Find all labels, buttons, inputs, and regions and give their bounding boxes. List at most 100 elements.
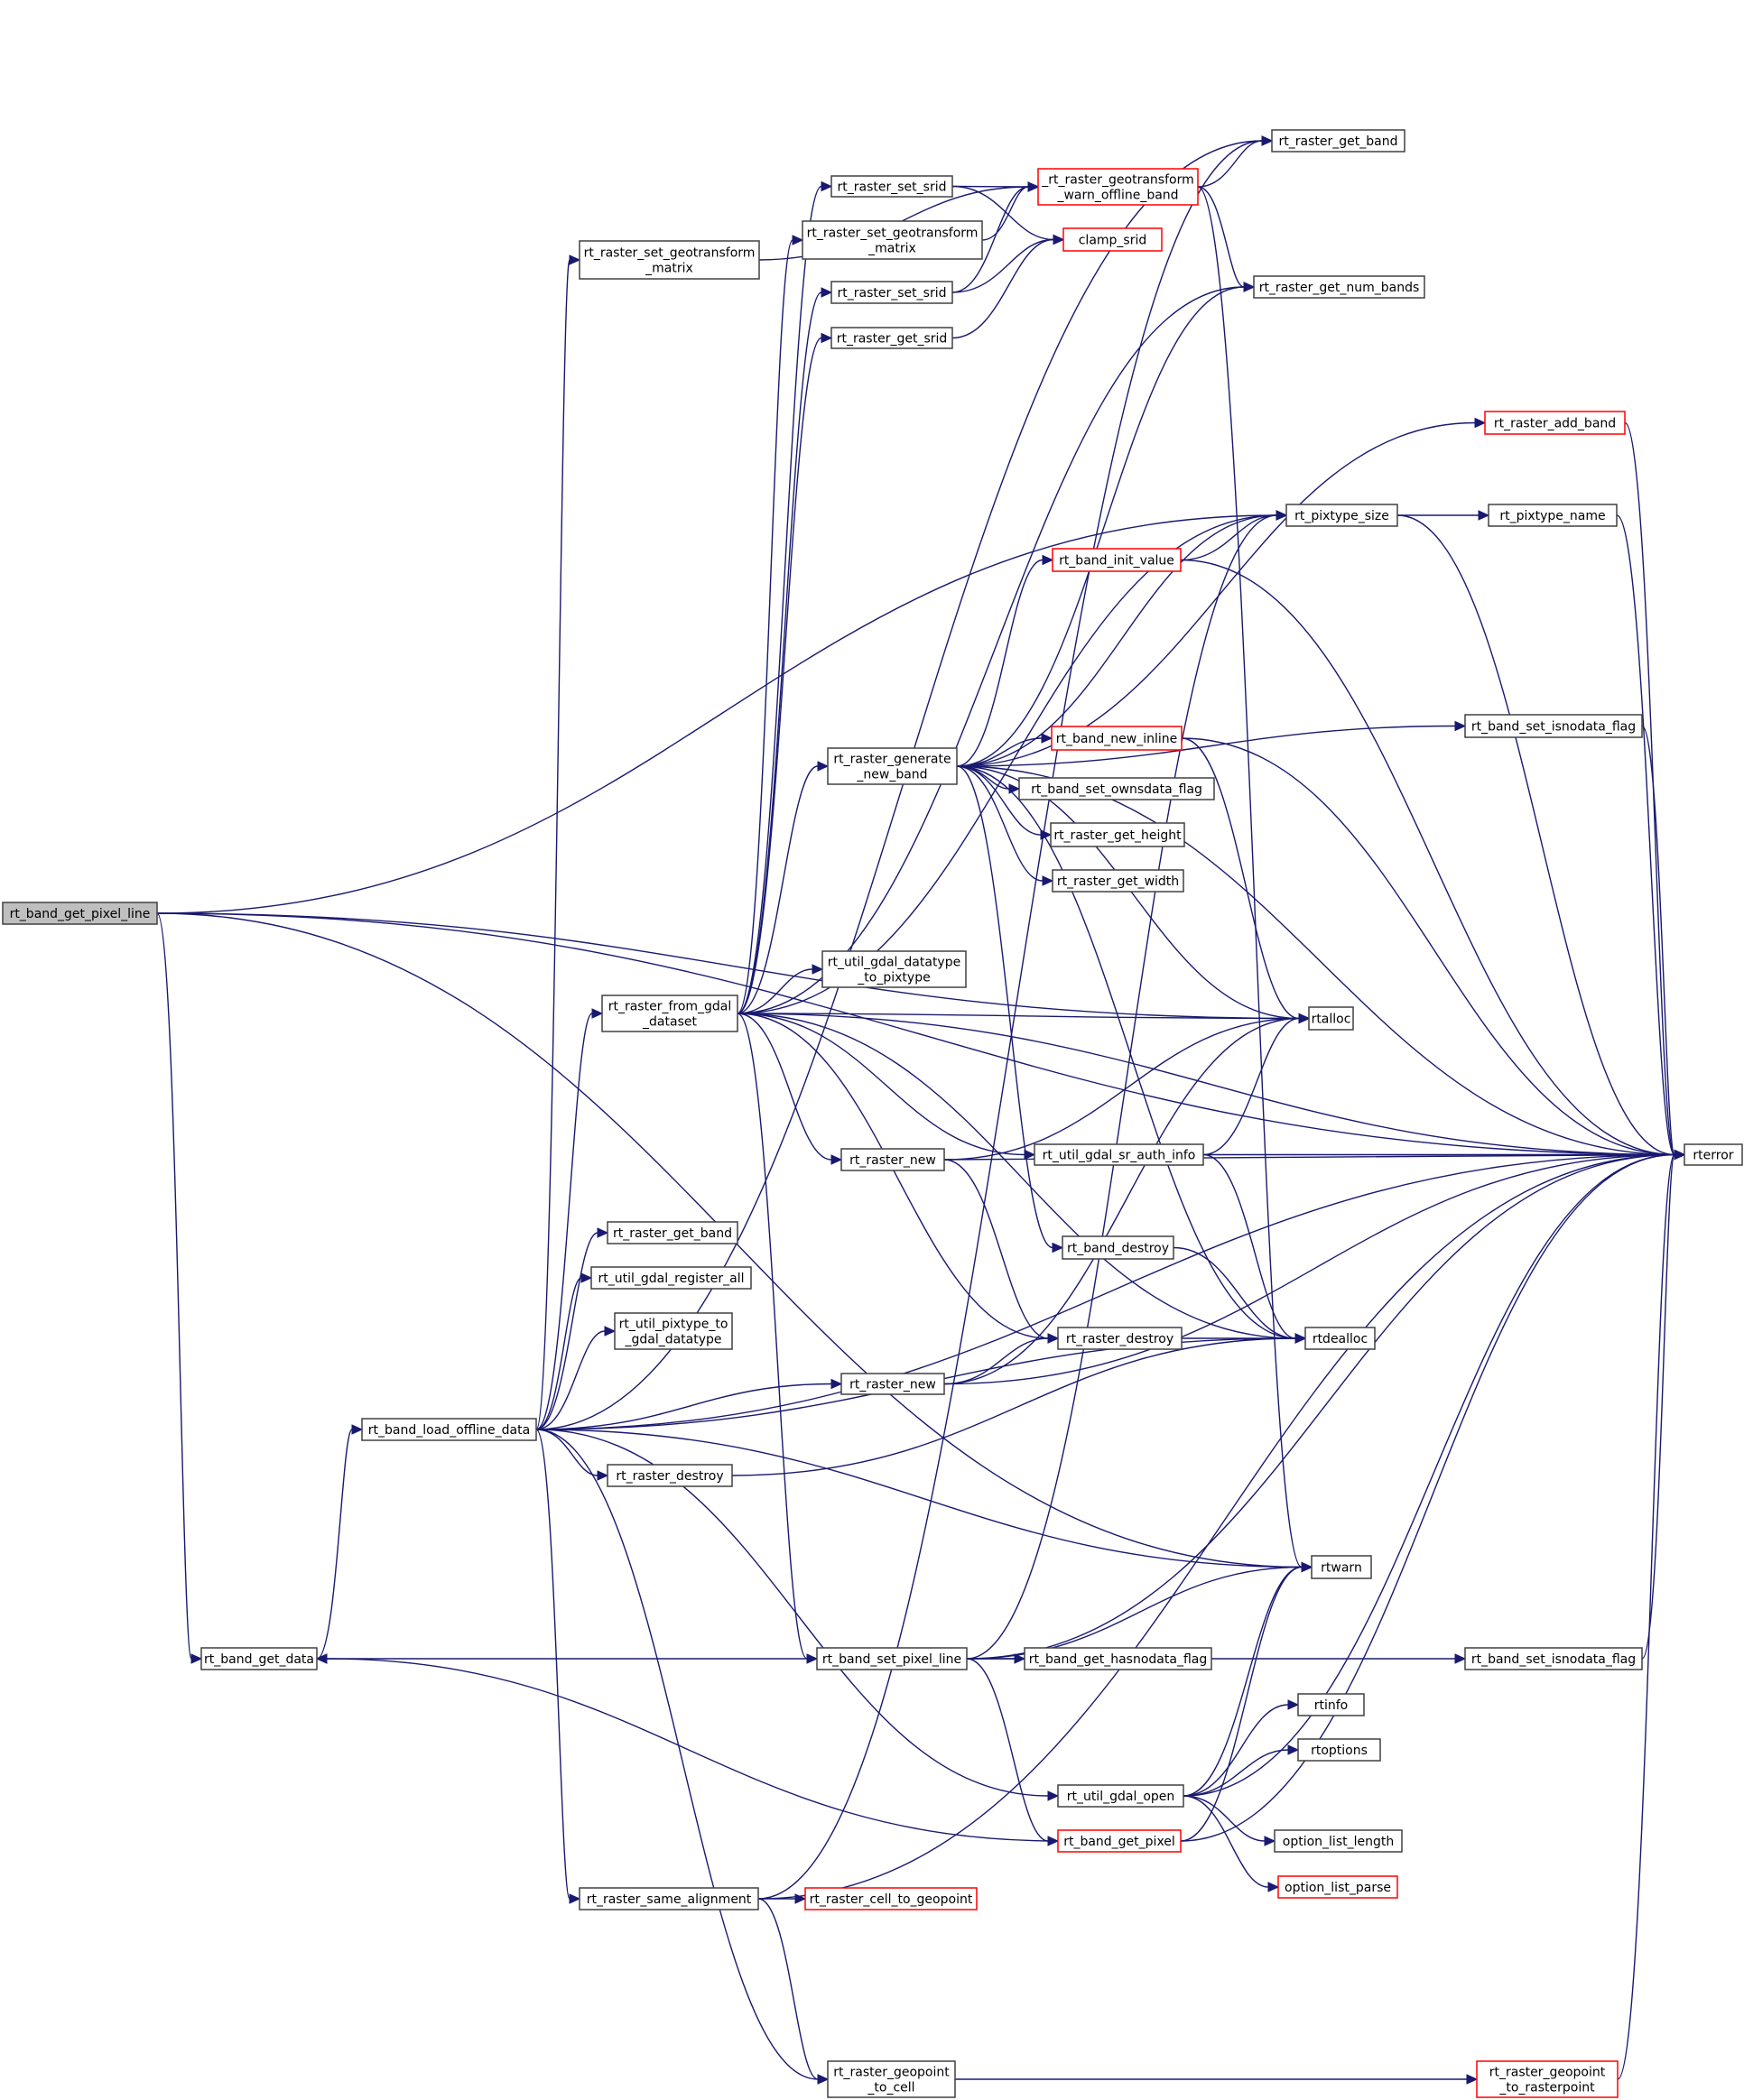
node-label: rtinfo	[1314, 1698, 1349, 1713]
function-node[interactable]: rt_raster_new	[840, 1148, 945, 1171]
node-label: rt_raster_from_gdal	[608, 1000, 732, 1014]
node-label: _gdal_datatype	[624, 1333, 721, 1347]
function-node[interactable]: rt_raster_generate_new_band	[827, 747, 958, 785]
function-node[interactable]: rt_util_gdal_datatype_to_pixtype	[821, 950, 967, 988]
node-box	[614, 1312, 733, 1350]
function-node[interactable]: rtinfo	[1297, 1693, 1365, 1716]
function-node[interactable]: rt_pixtype_size	[1285, 504, 1398, 527]
function-node[interactable]: rt_util_gdal_open	[1057, 1784, 1184, 1808]
function-node[interactable]: rt_raster_set_srid	[830, 175, 953, 198]
edge-line	[535, 1013, 593, 1430]
node-label: rterror	[1693, 1149, 1733, 1163]
arrowhead-icon	[1674, 1149, 1686, 1161]
edge-line	[1183, 1749, 1289, 1797]
function-node[interactable]: rt_util_gdal_sr_auth_info	[1034, 1143, 1204, 1166]
function-node[interactable]: rt_band_set_pixel_line	[816, 1647, 968, 1670]
node-label: _matrix	[645, 262, 693, 276]
edge-line	[757, 1153, 1675, 1900]
function-node[interactable]: rt_raster_from_gdal_dataset	[601, 994, 738, 1032]
edge-load_offline-to-same_align	[535, 1429, 581, 1904]
function-node[interactable]: rterror	[1684, 1143, 1743, 1166]
arrowhead-icon	[821, 180, 833, 192]
function-node[interactable]: rt_band_load_offline_data	[361, 1418, 537, 1441]
node-label: rt_raster_set_srid	[838, 286, 947, 301]
function-node[interactable]: rt_raster_get_band	[607, 1221, 738, 1244]
edge-line	[156, 514, 1277, 914]
function-node[interactable]: rt_band_get_pixel	[1057, 1829, 1182, 1853]
function-node[interactable]: rt_raster_get_srid	[830, 327, 953, 349]
edge-pixtype_name-to-rterror	[1616, 514, 1686, 1161]
node-label: rt_band_init_value	[1059, 554, 1174, 569]
function-node[interactable]: rt_band_init_value	[1052, 548, 1182, 572]
arrowhead-icon	[597, 1227, 609, 1238]
node-box	[1051, 726, 1183, 751]
node-box	[361, 1418, 537, 1441]
function-node[interactable]: clamp_srid	[1062, 227, 1163, 252]
node-label: _to_cell	[867, 2081, 914, 2095]
function-node[interactable]: rt_raster_destroy	[1057, 1327, 1183, 1350]
node-label: _matrix	[867, 242, 916, 256]
node-box	[1297, 1693, 1365, 1716]
function-node[interactable]: option_list_parse	[1277, 1875, 1398, 1899]
function-node[interactable]: rt_band_set_isnodata_flag	[1464, 714, 1643, 738]
function-node[interactable]: rt_raster_set_srid	[830, 281, 953, 304]
node-label: rt_raster_get_num_bands	[1259, 281, 1420, 295]
function-node[interactable]: rt_pixtype_name	[1488, 504, 1618, 527]
edge-from_gdal-to-rterror	[737, 1013, 1686, 1161]
edge-line	[1197, 186, 1245, 288]
node-box	[830, 175, 953, 198]
edge-from_gdal-to-sr_auth	[737, 1013, 1036, 1161]
arrowhead-icon	[817, 761, 830, 772]
function-node[interactable]: rt_band_destroy	[1062, 1235, 1174, 1260]
function-node[interactable]: _rt_raster_geotransform_warn_offline_ban…	[1037, 168, 1199, 206]
edge-load_offline-to-from_gdal	[535, 1008, 604, 1430]
edge-line	[731, 1337, 1296, 1476]
node-label: _to_pixtype	[857, 971, 930, 985]
node-box	[1037, 168, 1199, 206]
node-label: rt_raster_get_band	[1279, 134, 1398, 149]
edge-gen_new_band-to-band_init	[956, 554, 1054, 767]
function-node[interactable]: rt_util_gdal_register_all	[590, 1266, 752, 1290]
function-node[interactable]: rt_band_get_hasnodata_flag	[1024, 1647, 1212, 1670]
edge-line	[966, 514, 1277, 1660]
node-box	[1062, 227, 1163, 252]
edge-gen_new_band-to-num_bands	[956, 282, 1256, 767]
arrowhead-icon	[830, 1154, 843, 1165]
edge-line	[1183, 1795, 1269, 1888]
function-node[interactable]: rt_raster_get_band	[1271, 129, 1405, 153]
function-node[interactable]: rt_raster_geopoint_to_cell	[827, 2060, 956, 2098]
edge-line	[535, 1429, 1303, 1568]
function-node[interactable]: rt_raster_get_height	[1050, 822, 1185, 847]
node-box	[200, 1647, 318, 1670]
edge-line	[1183, 1704, 1289, 1797]
function-node[interactable]: rt_raster_destroy	[607, 1464, 733, 1487]
function-node[interactable]: option_list_length	[1274, 1829, 1403, 1853]
arrowhead-icon	[580, 1272, 593, 1283]
function-node[interactable]: rt_raster_get_num_bands	[1253, 275, 1425, 299]
function-node[interactable]: rt_raster_set_geotransform_matrix	[802, 220, 983, 260]
function-node[interactable]: rt_raster_same_alignment	[579, 1887, 759, 1910]
function-node[interactable]: rtoptions	[1297, 1738, 1381, 1762]
function-node[interactable]: rt_raster_get_width	[1052, 869, 1184, 893]
function-node[interactable]: rt_raster_cell_to_geopoint	[804, 1887, 978, 1910]
function-node[interactable]: rtdealloc	[1304, 1327, 1376, 1350]
function-node[interactable]: rtwarn	[1311, 1555, 1372, 1579]
node-label: rt_band_set_pixel_line	[822, 1652, 961, 1667]
function-node[interactable]: rt_util_pixtype_to_gdal_datatype	[614, 1312, 733, 1350]
function-node[interactable]: rt_band_get_data	[200, 1647, 318, 1670]
function-node[interactable]: rt_band_set_isnodata_flag	[1464, 1647, 1643, 1670]
edge-geo_to_cell-to-geo_to_rasterpoint	[955, 2074, 1479, 2085]
node-label: rtalloc	[1312, 1013, 1351, 1027]
function-node[interactable]: rt_band_new_inline	[1051, 726, 1183, 751]
node-box	[1476, 2060, 1619, 2098]
arrowhead-icon	[830, 1378, 843, 1390]
edge-pixtype_size-to-pixtype_name	[1396, 510, 1490, 521]
function-node[interactable]: rtalloc	[1308, 1006, 1354, 1031]
function-node[interactable]: rt_raster_new	[840, 1373, 945, 1395]
function-node[interactable]: rt_raster_geopoint_to_rasterpoint	[1476, 2060, 1619, 2098]
node-box	[1057, 1327, 1183, 1350]
function-node[interactable]: rt_raster_add_band	[1484, 411, 1626, 435]
edge-gdal_open-to-rterror	[1183, 1149, 1686, 1797]
function-node[interactable]: rt_raster_set_geotransform_matrix	[579, 240, 760, 280]
function-node[interactable]: rt_band_set_ownsdata_flag	[1018, 777, 1215, 800]
